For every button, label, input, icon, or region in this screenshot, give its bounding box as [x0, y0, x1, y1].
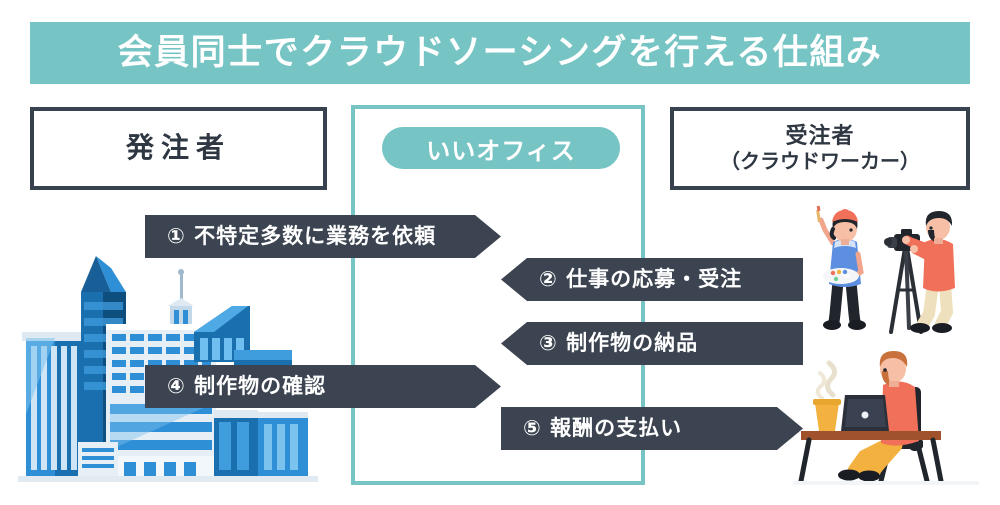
- center-badge-label: いいオフィス: [426, 136, 576, 165]
- flow-arrow-4: ④ 制作物の確認: [145, 365, 501, 408]
- flow-arrow-5-label: ⑤ 報酬の支払い: [523, 416, 683, 440]
- title-banner: 会員同士でクラウドソーシングを行える仕組み: [30, 22, 970, 84]
- man-working-at-laptop-illustration: [793, 345, 979, 485]
- flow-arrow-4-label: ④ 制作物の確認: [167, 374, 327, 398]
- flow-arrow-2-label: ② 仕事の応募・受注: [539, 267, 743, 291]
- center-badge-iioffice: いいオフィス: [382, 127, 620, 169]
- worker-label: 受注者: [785, 123, 855, 149]
- city-buildings-illustration: [18, 246, 318, 486]
- header-box-client: 発注者: [30, 107, 327, 190]
- flow-arrow-2: ② 仕事の応募・受注: [501, 258, 803, 301]
- flow-arrow-3: ③ 制作物の納品: [501, 322, 803, 365]
- page-title: 会員同士でクラウドソーシングを行える仕組み: [117, 32, 883, 73]
- client-label: 発注者: [125, 131, 231, 165]
- painter-and-photographer-illustration: [795, 196, 975, 338]
- flow-arrow-1-label: ① 不特定多数に業務を依頼: [167, 224, 437, 248]
- header-box-worker: 受注者 （クラウドワーカー）: [670, 107, 970, 190]
- worker-sublabel: （クラウドワーカー）: [720, 149, 920, 174]
- flow-arrow-1: ① 不特定多数に業務を依頼: [145, 215, 501, 258]
- flow-arrow-3-label: ③ 制作物の納品: [539, 331, 699, 355]
- flow-arrow-5: ⑤ 報酬の支払い: [501, 407, 803, 450]
